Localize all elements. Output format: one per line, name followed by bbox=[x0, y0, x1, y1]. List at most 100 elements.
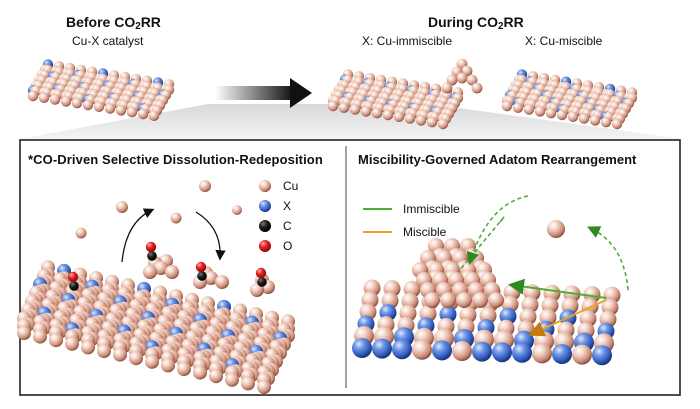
oxygen-atom bbox=[255, 267, 267, 279]
immiscible-subtitle: X: Cu-immiscible bbox=[362, 34, 453, 48]
cu-atom bbox=[257, 380, 271, 394]
x-atom bbox=[492, 342, 512, 363]
cu-atom bbox=[404, 113, 416, 124]
cu-atom bbox=[611, 118, 623, 130]
cu-atom bbox=[382, 109, 394, 121]
cu-atom bbox=[523, 104, 535, 115]
legend-cu-atom bbox=[259, 180, 271, 192]
cu-atom bbox=[440, 292, 456, 308]
cu-atom bbox=[338, 102, 350, 114]
left-panel-title: *CO-Driven Selective Dissolution-Redepos… bbox=[28, 152, 323, 167]
during-co2rr-title: During CO2RR bbox=[428, 14, 524, 32]
cu-atom bbox=[349, 104, 361, 115]
x-atom bbox=[392, 339, 412, 360]
legend-miscible-label: Miscible bbox=[403, 225, 447, 239]
cu-atom bbox=[17, 326, 31, 340]
carbon-atom bbox=[147, 251, 157, 261]
cu-atom bbox=[148, 110, 160, 122]
cu-atom bbox=[129, 351, 143, 366]
catalyst-slab-immiscible bbox=[327, 58, 483, 130]
miscible-subtitle: X: Cu-miscible bbox=[525, 34, 603, 48]
cu-atom bbox=[471, 82, 483, 94]
legend-x-atom bbox=[259, 200, 271, 212]
cu-atom bbox=[33, 329, 47, 344]
before-subtitle: Cu-X catalyst bbox=[72, 34, 144, 48]
cu-atom bbox=[441, 82, 453, 94]
cu-atom bbox=[199, 180, 211, 192]
cu-atom bbox=[241, 376, 255, 391]
cu-atom bbox=[204, 271, 218, 285]
cu-atom bbox=[488, 292, 504, 308]
carbon-atom bbox=[197, 271, 207, 281]
cu-atom bbox=[209, 369, 223, 384]
cu-atom bbox=[456, 292, 472, 308]
desorbed-cu-atom bbox=[547, 220, 565, 238]
immiscible-migration-arrow bbox=[508, 278, 607, 299]
cu-atom bbox=[60, 96, 72, 107]
catalyst-slab-before bbox=[27, 59, 175, 122]
cu-atom bbox=[82, 99, 94, 111]
before-co2rr-title: Before CO2RR bbox=[66, 14, 161, 32]
x-atom bbox=[592, 345, 612, 366]
catalyst-slab-miscible bbox=[501, 69, 638, 130]
cu-atom bbox=[116, 201, 128, 213]
cu-atom bbox=[578, 113, 590, 124]
legend-cu-label: Cu bbox=[283, 179, 299, 193]
cu-atom bbox=[225, 372, 239, 387]
cu-atom bbox=[161, 358, 175, 373]
immiscible-return-arrow bbox=[466, 195, 529, 266]
oxygen-atom bbox=[145, 241, 157, 253]
legend-c-label: C bbox=[283, 219, 292, 233]
cu-atom bbox=[27, 90, 39, 102]
cu-atom bbox=[165, 265, 179, 279]
x-atom bbox=[372, 338, 392, 359]
cu-atom bbox=[215, 275, 229, 289]
right-panel-title: Miscibility-Governed Adatom Rearrangemen… bbox=[358, 152, 637, 167]
cu-atom bbox=[93, 101, 105, 113]
x-atom bbox=[352, 338, 372, 358]
cu-atom bbox=[360, 106, 372, 117]
zoom-projection bbox=[14, 104, 690, 140]
legend-o-atom bbox=[259, 240, 271, 252]
cu-atom bbox=[572, 344, 592, 365]
cu-atom bbox=[113, 347, 127, 362]
cu-atom bbox=[137, 108, 149, 120]
cu-atom bbox=[49, 333, 63, 348]
cu-atom bbox=[437, 118, 449, 130]
cu-atom bbox=[71, 98, 83, 109]
cu-atom bbox=[556, 109, 568, 121]
desorption-arrow bbox=[587, 226, 629, 291]
x-atom bbox=[432, 340, 452, 361]
oxygen-atom bbox=[195, 261, 207, 273]
cu-atom bbox=[456, 72, 468, 84]
cu-atom bbox=[393, 111, 405, 123]
cu-atom bbox=[115, 105, 127, 116]
carbon-atom bbox=[69, 281, 79, 291]
cu-atom bbox=[104, 103, 116, 114]
cu-atom bbox=[589, 115, 601, 126]
miscible-migration-arrow bbox=[528, 299, 607, 337]
cu-atom bbox=[501, 100, 513, 112]
cu-atom bbox=[38, 92, 50, 104]
cu-atom bbox=[327, 100, 339, 112]
x-atom bbox=[552, 344, 572, 364]
atom-legend bbox=[259, 180, 271, 252]
cu-atom bbox=[193, 365, 207, 380]
cu-atom bbox=[452, 341, 472, 361]
cu-atom bbox=[177, 362, 191, 376]
cu-atom bbox=[446, 74, 458, 86]
cu-atom bbox=[232, 205, 242, 215]
adsorbed-co-molecules bbox=[67, 241, 267, 291]
cu-atom bbox=[567, 111, 579, 123]
legend-immiscible-label: Immiscible bbox=[403, 202, 460, 216]
x-atom bbox=[512, 342, 532, 363]
cu-atom bbox=[424, 292, 440, 308]
cu-atom bbox=[97, 344, 111, 358]
cu-atom bbox=[534, 106, 546, 117]
cu-atom bbox=[75, 227, 87, 239]
cu-atom bbox=[532, 343, 552, 364]
cu-atom bbox=[81, 340, 95, 355]
cu-atom bbox=[472, 292, 488, 308]
cu-atom bbox=[415, 115, 427, 126]
